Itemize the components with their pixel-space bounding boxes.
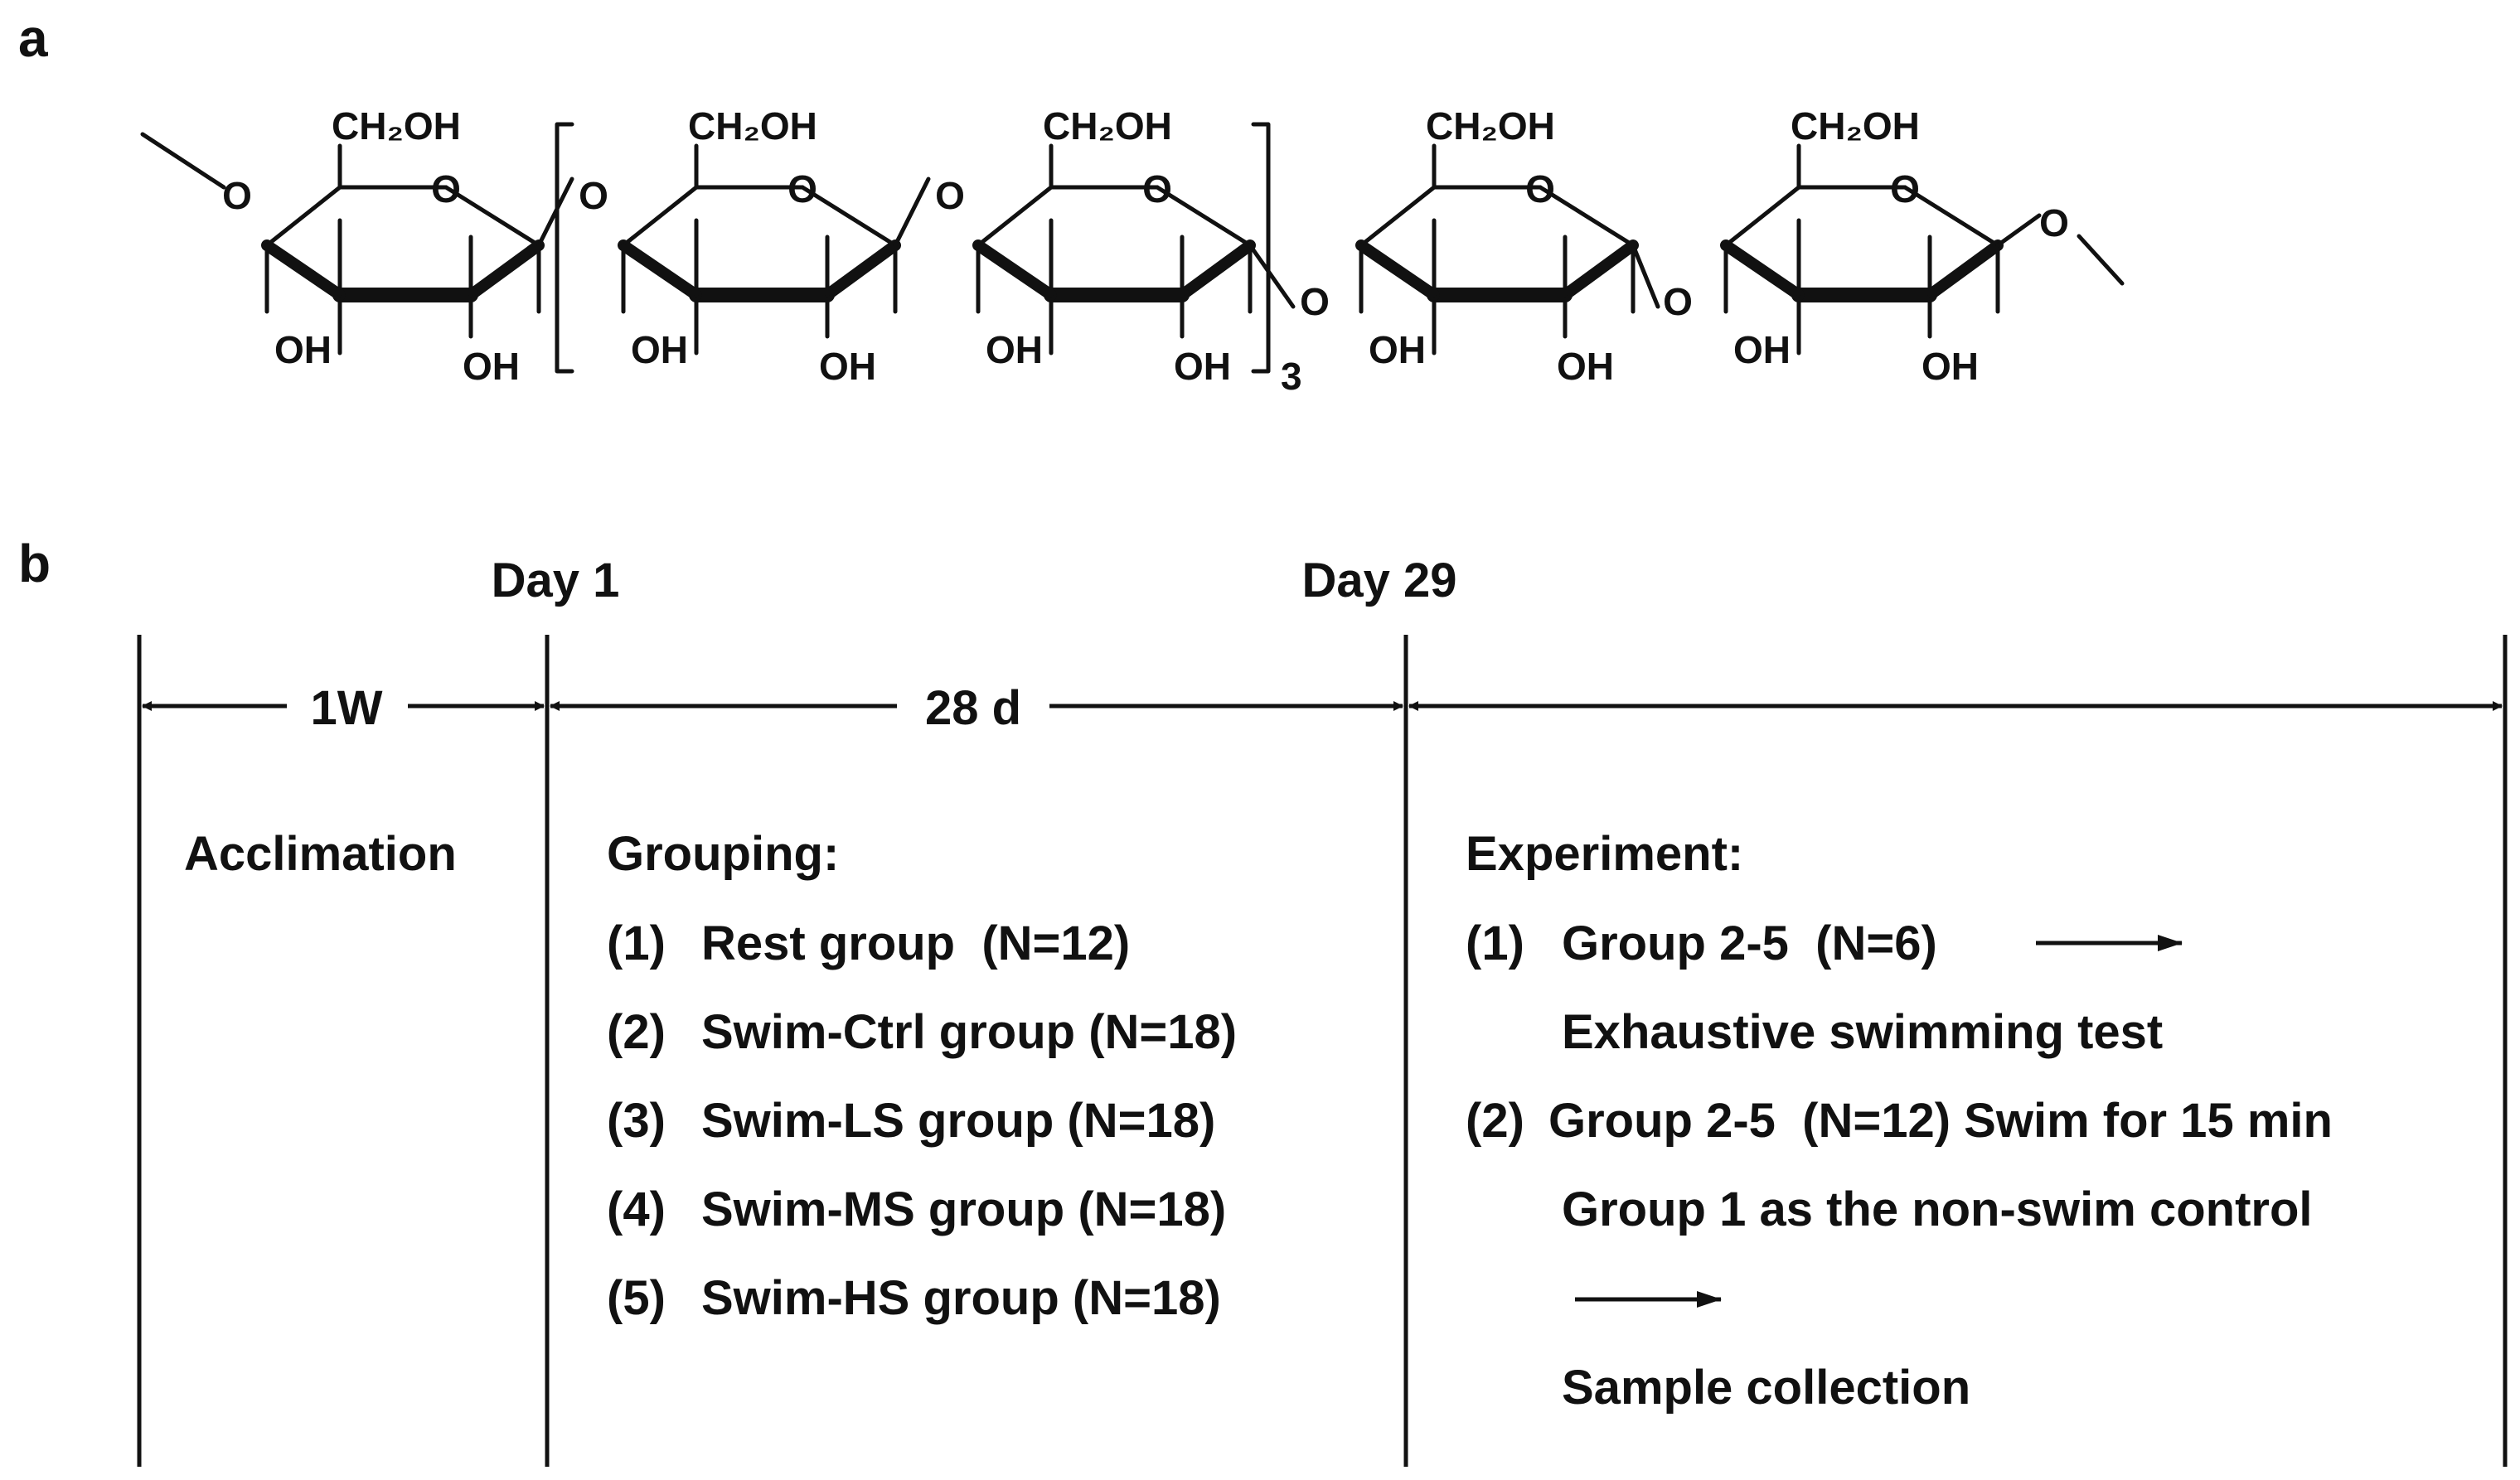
grouping-item-1-text: Rest group (N=12) (701, 917, 1130, 970)
hydroxyl-c3: OH (986, 328, 1043, 371)
experiment-item-2-detail: Group 1 as the non-swim control (1562, 1183, 2313, 1236)
experiment-item-2-text: Group 2-5 (N=12) Swim for 15 min (1548, 1094, 2333, 1148)
timepoint-day29: Day 29 (1301, 554, 1456, 607)
glycosidic-links (536, 177, 2042, 309)
hydroxyl-c3: OH (274, 328, 332, 371)
grouping-block: Grouping: (1) Rest group (N=12) (2) Swim… (607, 827, 1237, 1325)
glycosidic-oxygen-6: O (2039, 201, 2069, 244)
sugar-rings: CH₂OH O OH OH CH₂OH O OH OH CH₂OH O OH OH CH₂OH O OH OH… (222, 104, 2069, 398)
interval-28d-label: 28 d (925, 681, 1021, 735)
grouping-item-5-num: (5) (607, 1271, 666, 1325)
polysaccharide-structure (140, 122, 2125, 374)
grouping-item-4-num: (4) (607, 1183, 666, 1236)
glycosidic-oxygen-3: O (935, 174, 965, 217)
left-terminal-bond (140, 132, 226, 190)
sugar-ring-3 (972, 143, 1256, 355)
experiment-block: Experiment: (1) Group 2-5 (N=6) Exhausti… (1466, 827, 2333, 1415)
ch2oh-group: CH₂OH (1791, 104, 1920, 148)
glycosidic-oxygen-5: O (1663, 280, 1693, 323)
hydroxyl-c2: OH (1557, 345, 1614, 388)
glycosidic-oxygen-2: O (579, 174, 608, 217)
experiment-item-2-num: (2) (1466, 1094, 1524, 1148)
hydroxyl-c2: OH (1922, 345, 1979, 388)
hydroxyl-c2: OH (1174, 345, 1231, 388)
experiment-title: Experiment: (1466, 827, 1743, 881)
grouping-item-3-text: Swim-LS group (N=18) (701, 1094, 1215, 1148)
sugar-ring-2 (618, 143, 901, 355)
ring-oxygen: O (431, 167, 461, 210)
hydroxyl-c3: OH (1733, 328, 1791, 371)
glycosidic-oxygen-1: O (222, 174, 252, 217)
grouping-item-5-text: Swim-HS group (N=18) (701, 1271, 1221, 1325)
ring-oxygen: O (1890, 167, 1920, 210)
timepoint-day1: Day 1 (492, 554, 620, 607)
repeat-bracket-right (1251, 122, 1271, 374)
ch2oh-group: CH₂OH (332, 104, 461, 148)
repeat-bracket-left (555, 122, 574, 374)
grouping-item-3-num: (3) (607, 1094, 666, 1148)
sugar-ring-1 (261, 143, 545, 355)
panel-a-label: a (18, 8, 48, 68)
ring-oxygen: O (1525, 167, 1555, 210)
ch2oh-group: CH₂OH (1426, 104, 1555, 148)
hydroxyl-c3: OH (1369, 328, 1426, 371)
ch2oh-group: CH₂OH (688, 104, 817, 148)
glycosidic-oxygen-4: O (1300, 280, 1330, 323)
ring-oxygen: O (1142, 167, 1172, 210)
interval-1w-label: 1W (311, 681, 383, 735)
sugar-ring-4 (1355, 143, 1639, 355)
acclimation-label: Acclimation (184, 827, 457, 881)
experiment-item-1-text: Group 2-5 (N=6) (1562, 917, 1937, 970)
ring-oxygen: O (788, 167, 817, 210)
grouping-item-4-text: Swim-MS group (N=18) (701, 1183, 1226, 1236)
right-terminal-bond (2077, 234, 2125, 286)
grouping-item-2-text: Swim-Ctrl group (N=18) (701, 1005, 1237, 1059)
hydroxyl-c2: OH (463, 345, 520, 388)
grouping-item-2-num: (2) (607, 1005, 666, 1059)
grouping-item-1-num: (1) (607, 917, 666, 970)
experiment-item-1-detail: Exhaustive swimming test (1562, 1005, 2163, 1059)
sugar-ring-5 (1720, 143, 2004, 355)
repeat-count: 3 (1281, 355, 1302, 398)
timeline-lines (137, 635, 2508, 1467)
panel-b-label: b (18, 534, 51, 593)
hydroxyl-c2: OH (819, 345, 876, 388)
hydroxyl-c3: OH (631, 328, 688, 371)
experiment-item-2-result: Sample collection (1562, 1361, 1970, 1415)
ch2oh-group: CH₂OH (1043, 104, 1172, 148)
experiment-item-1-num: (1) (1466, 917, 1524, 970)
grouping-title: Grouping: (607, 827, 839, 881)
